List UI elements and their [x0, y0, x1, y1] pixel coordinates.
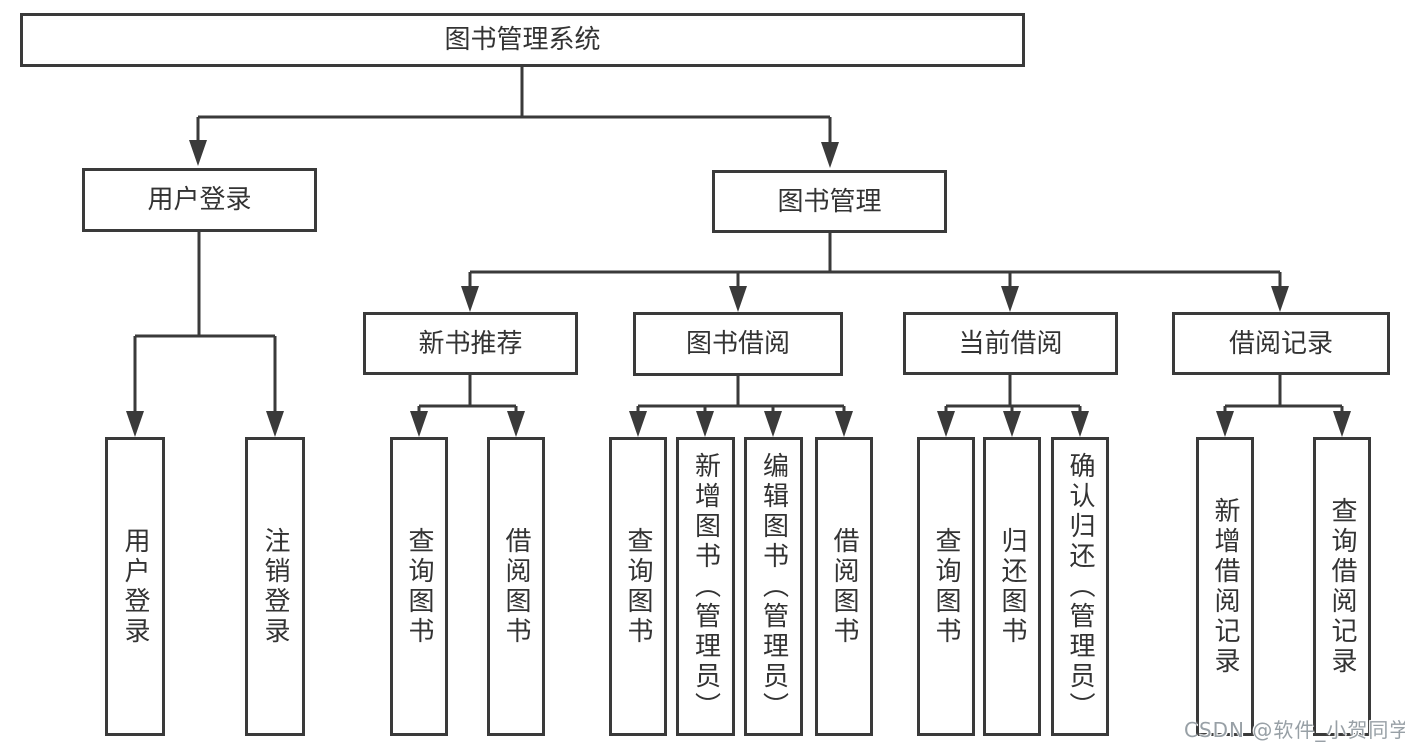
leaf-user-login: 用户登录: [105, 437, 165, 736]
leaf-label: 归还图书: [997, 526, 1027, 647]
node-label: 图书管理系统: [444, 25, 601, 55]
node-label: 新书推荐: [418, 328, 523, 359]
leaf-label: 用户登录: [120, 526, 150, 647]
leaf-label: 借阅图书: [829, 526, 859, 647]
leaf-add-borrow-record: 新增借阅记录: [1196, 437, 1254, 736]
leaf-label: 查询借阅记录: [1327, 496, 1357, 677]
node-book-borrow: 图书借阅: [633, 312, 843, 376]
leaf-label: 查询图书: [623, 526, 653, 647]
node-library-system-root: 图书管理系统: [20, 13, 1025, 67]
node-user-login: 用户登录: [82, 168, 317, 232]
leaf-label: 新增借阅记录: [1210, 496, 1240, 677]
leaf-label: 查询图书: [931, 526, 961, 647]
node-borrow-records: 借阅记录: [1172, 312, 1390, 375]
node-label: 当前借阅: [958, 328, 1063, 359]
leaf-query-books-recommend: 查询图书: [390, 437, 448, 736]
leaf-label: 借阅图书: [501, 526, 531, 647]
node-current-borrow: 当前借阅: [903, 312, 1118, 375]
leaf-confirm-return-admin: 确认归还（管理员）: [1051, 437, 1109, 736]
leaf-query-borrow-record: 查询借阅记录: [1313, 437, 1371, 736]
csdn-watermark: CSDN @软件_小贺同学: [1184, 718, 1405, 742]
node-label: 图书借阅: [685, 329, 790, 359]
leaf-label: 确认归还（管理员）: [1065, 451, 1095, 722]
connector-path: [133, 67, 1344, 415]
leaf-logout-login: 注销登录: [245, 437, 305, 736]
arrowhead-icons: [126, 140, 1351, 437]
leaf-query-books-current: 查询图书: [917, 437, 975, 736]
leaf-add-book-admin: 新增图书（管理员）: [676, 437, 735, 736]
node-label: 用户登录: [147, 185, 252, 215]
leaf-borrow-books: 借阅图书: [815, 437, 873, 736]
leaf-label: 查询图书: [404, 526, 434, 647]
leaf-edit-book-admin: 编辑图书（管理员）: [744, 437, 803, 736]
node-label: 借阅记录: [1228, 328, 1333, 359]
leaf-return-books: 归还图书: [983, 437, 1041, 736]
node-book-management: 图书管理: [712, 170, 947, 233]
leaf-label: 注销登录: [260, 526, 290, 647]
node-new-book-recommend: 新书推荐: [363, 312, 578, 375]
leaf-label: 编辑图书（管理员）: [758, 451, 789, 722]
leaf-label: 新增图书（管理员）: [690, 451, 721, 722]
node-label: 图书管理: [777, 186, 882, 217]
leaf-borrow-books-recommend: 借阅图书: [487, 437, 545, 736]
leaf-query-books-borrow: 查询图书: [609, 437, 667, 736]
